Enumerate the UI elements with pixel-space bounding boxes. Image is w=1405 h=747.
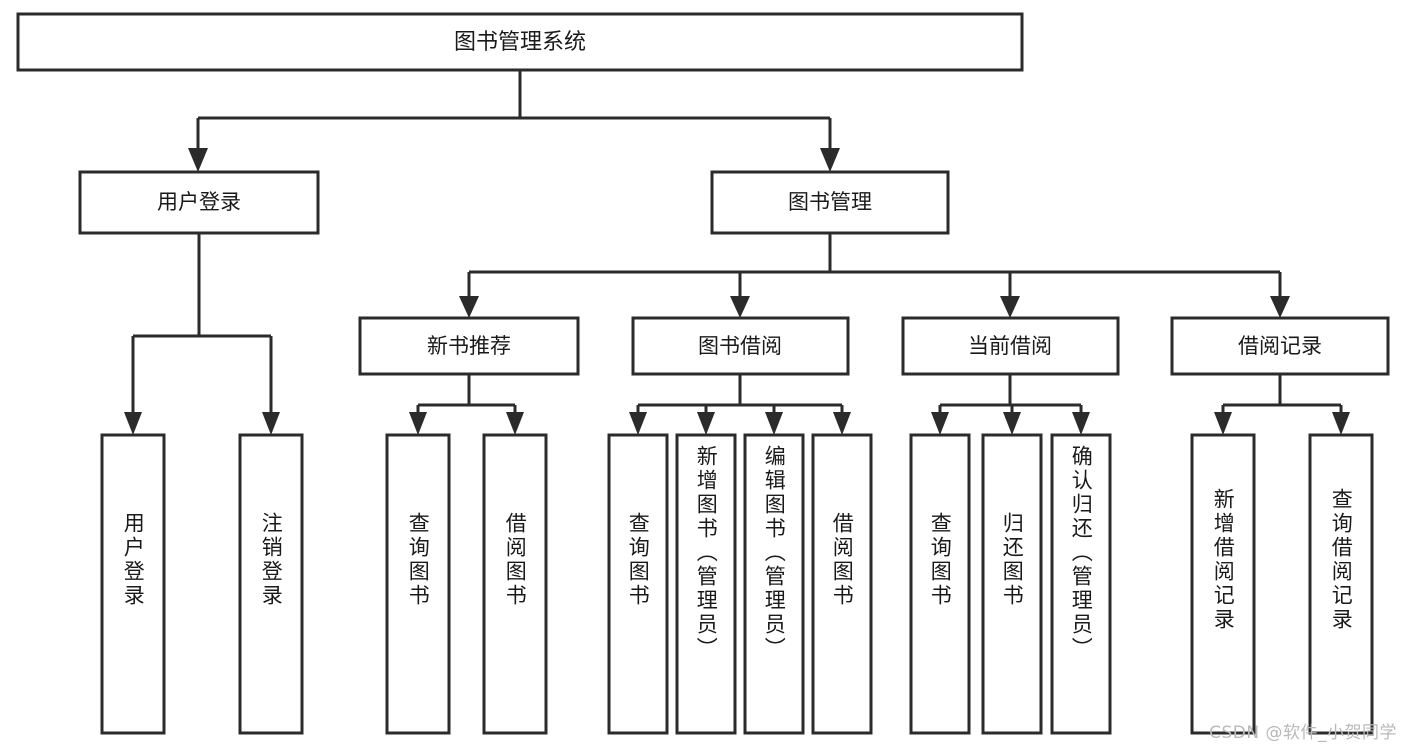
leaf-edit-book-box[interactable] [743, 433, 805, 735]
arrow-bm-to-book-borrow [730, 296, 750, 318]
node-user-login-label: 用户登录 [157, 190, 241, 214]
leaf-borrow-book-br-label: 借阅图书 [830, 512, 855, 608]
csdn-watermark: CSDN @软件_小贺同学 [1209, 723, 1397, 743]
leaf-query-book-br-label: 查询图书 [626, 512, 651, 608]
node-borrow-record[interactable]: 借阅记录 [1170, 316, 1390, 376]
leaf-return-book-box[interactable] [981, 433, 1043, 735]
edges-borrow-record-to-leaves [1214, 374, 1350, 435]
arrow-rec-to-borrow-book [506, 412, 524, 435]
arrow-root-to-user-login [188, 148, 208, 172]
arrow-user-login-to-leaf1 [124, 412, 142, 435]
node-root[interactable]: 图书管理系统 [16, 12, 1024, 72]
arrow-bm-to-current-borrow [1000, 296, 1020, 318]
node-user-login-box[interactable] [78, 170, 320, 235]
node-book-borrow[interactable]: 图书借阅 [631, 316, 850, 376]
leaf-query-record-label: 查询借阅记录 [1329, 488, 1354, 632]
leaf-query-record-box[interactable] [1308, 433, 1374, 735]
node-borrow-record-box[interactable] [1170, 316, 1390, 376]
leaf-borrow-book-rec-box[interactable] [482, 433, 548, 735]
leaf-user-login-box[interactable] [100, 433, 166, 735]
leaf-return-book-label: 归还图书 [1000, 512, 1025, 608]
leaf-query-book-rec-label: 查询图书 [406, 512, 431, 608]
edges-current-borrow-to-leaves [931, 374, 1090, 435]
arrow-current-to-confirm-return [1072, 412, 1090, 435]
edges-user-login-to-leaves [124, 233, 280, 435]
leaf-query-book-br-box[interactable] [607, 433, 669, 735]
node-current-borrow-box[interactable] [901, 316, 1120, 376]
node-borrow-record-label: 借阅记录 [1238, 334, 1322, 358]
leaf-confirm-return-label: 确认归还（管理员） [1069, 445, 1094, 661]
leaf-add-book-box[interactable] [675, 433, 737, 735]
node-new-book-recommend-label: 新书推荐 [427, 334, 511, 358]
node-new-book-recommend[interactable]: 新书推荐 [358, 316, 580, 376]
leaf-add-record-box[interactable] [1190, 433, 1256, 735]
edges-new-book-recommend-to-leaves [409, 374, 524, 435]
leaf-borrow-book-rec-label: 借阅图书 [503, 512, 528, 608]
arrow-borrow-to-borrow-book [833, 412, 851, 435]
node-root-box[interactable] [16, 12, 1024, 72]
arrow-record-to-add-record [1214, 412, 1232, 435]
arrow-borrow-to-query-book [629, 412, 647, 435]
leaf-edit-book-label: 编辑图书（管理员） [762, 445, 787, 661]
node-user-login[interactable]: 用户登录 [78, 170, 320, 235]
node-book-borrow-box[interactable] [631, 316, 850, 376]
arrow-rec-to-query-book [409, 412, 427, 435]
edges-root-to-level2 [188, 70, 840, 172]
edges-book-manage-to-level3 [459, 233, 1290, 318]
leaf-logout-label: 注销登录 [259, 512, 284, 608]
arrow-current-to-return-book [1003, 412, 1021, 435]
leaf-borrow-book-br-box[interactable] [811, 433, 873, 735]
node-book-manage-box[interactable] [710, 170, 950, 235]
node-book-manage-label: 图书管理 [788, 190, 872, 214]
node-root-label: 图书管理系统 [454, 30, 586, 55]
arrow-record-to-query-record [1332, 412, 1350, 435]
leaf-logout-box[interactable] [238, 433, 304, 735]
arrow-borrow-to-edit-book [765, 412, 783, 435]
node-new-book-recommend-box[interactable] [358, 316, 580, 376]
leaf-add-book-label: 新增图书（管理员） [694, 445, 719, 661]
leaf-user-login-label: 用户登录 [121, 512, 146, 608]
node-current-borrow[interactable]: 当前借阅 [901, 316, 1120, 376]
edges-book-borrow-to-leaves [629, 374, 851, 435]
leaf-query-book-rec-box[interactable] [385, 433, 451, 735]
node-book-borrow-label: 图书借阅 [698, 334, 782, 358]
leaf-boxes [100, 433, 1374, 735]
arrow-current-to-query-book [931, 412, 949, 435]
node-current-borrow-label: 当前借阅 [968, 334, 1052, 358]
arrow-user-login-to-leaf2 [262, 412, 280, 435]
leaf-query-book-cb-label: 查询图书 [928, 512, 953, 608]
leaf-add-record-label: 新增借阅记录 [1211, 488, 1236, 632]
arrow-bm-to-borrow-record [1270, 296, 1290, 318]
arrow-bm-to-new-book-recommend [459, 296, 479, 318]
node-book-manage[interactable]: 图书管理 [710, 170, 950, 235]
leaf-confirm-return-box[interactable] [1050, 433, 1112, 735]
arrow-root-to-book-manage [820, 148, 840, 172]
leaf-query-book-cb-box[interactable] [909, 433, 971, 735]
arrow-borrow-to-add-book [697, 412, 715, 435]
